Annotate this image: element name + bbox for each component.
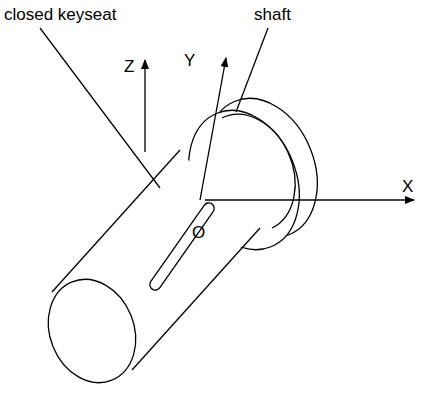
z-axis xyxy=(144,60,145,152)
x-axis xyxy=(205,199,414,200)
axis-label: Y xyxy=(184,52,195,71)
leader-line xyxy=(236,28,268,112)
part-name: closed keyseat xyxy=(4,6,116,25)
origin-label: O xyxy=(192,224,205,243)
shaft-end-face xyxy=(33,266,151,396)
keyseat-slot xyxy=(148,201,217,293)
axis-label: X xyxy=(402,178,413,197)
leader-line xyxy=(40,28,160,188)
part-name: shaft xyxy=(254,6,291,25)
axis-label: Z xyxy=(124,58,134,77)
shaft-edge xyxy=(132,228,260,370)
y-axis xyxy=(200,58,226,200)
